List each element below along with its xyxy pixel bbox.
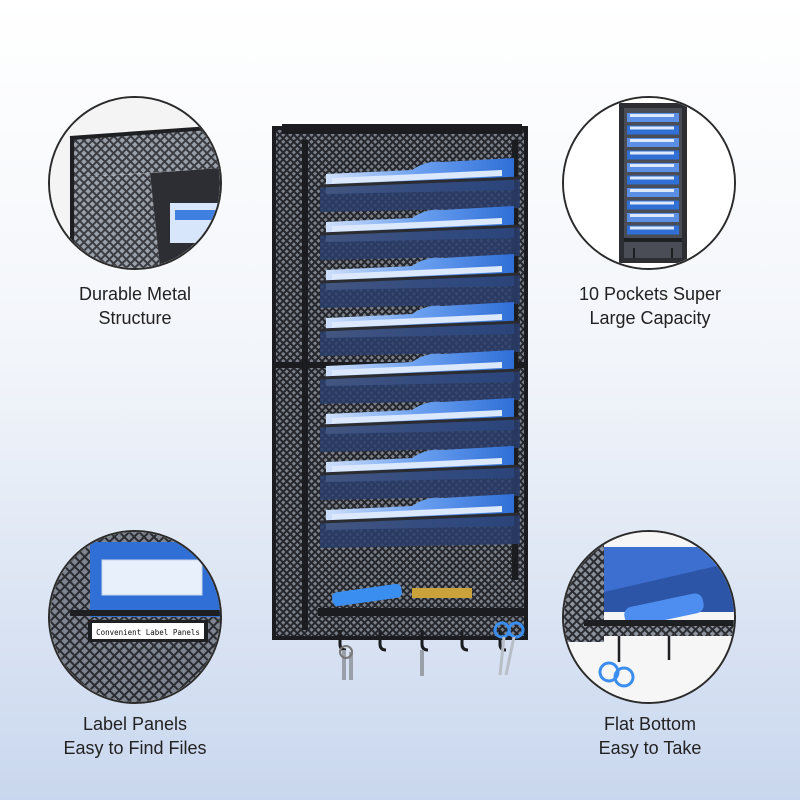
mini-file-label [630,226,674,230]
organizer-overview-image [564,98,734,268]
feature-caption-flat-bottom: Flat Bottom Easy to Take [540,712,760,760]
feature-caption-pockets: 10 Pockets Super Large Capacity [540,282,760,330]
mini-file-label [630,114,674,117]
mini-file-label [630,151,674,155]
feature-caption-line2: Large Capacity [589,308,711,328]
feature-caption-line1: Durable Metal [78,284,192,304]
mini-file-label [630,201,674,205]
file-pocket [319,350,521,404]
feature-caption-line1: Label Panels [82,714,188,734]
mini-file-label [630,126,674,130]
file-pocket [319,398,521,452]
mini-file-label [630,189,674,192]
feature-caption-line1: 10 Pockets Super [578,284,722,304]
feature-caption-label-panels: Label Panels Easy to Find Files [25,712,245,760]
mini-file-pocket [627,188,679,197]
label-panel-text: Convenient Label Panels [96,628,200,637]
feature-circle-pockets [562,96,736,270]
file-pocket [319,302,521,356]
mini-file-pocket [627,225,679,235]
mesh-corner-image [50,98,220,268]
feature-caption-durable-metal: Durable Metal Structure [25,282,245,330]
feature-caption-line2: Easy to Find Files [63,738,207,758]
feature-caption-line2: Structure [98,308,172,328]
file-pocket [319,158,521,212]
file-pocket [319,254,521,308]
file-pocket [319,206,521,260]
label-panel-image: Convenient Label Panels [50,532,220,702]
mini-file-label [630,139,674,142]
mini-file-label [630,164,674,167]
mini-file-pocket [627,213,679,222]
wall-file-organizer-image [272,124,528,680]
mini-file-pocket [627,125,679,135]
mini-file-pocket [627,200,679,210]
flat-bottom-image [564,532,734,702]
mini-file-pocket [627,163,679,172]
mini-file-label [630,214,674,217]
mini-file-pocket [627,150,679,160]
mini-file-pocket [627,175,679,185]
file-pocket [319,494,521,548]
feature-circle-durable-metal [48,96,222,270]
mini-file-pocket [627,113,679,122]
feature-circle-flat-bottom [562,530,736,704]
feature-caption-line2: Easy to Take [598,738,702,758]
mini-file-label [630,176,674,180]
feature-caption-line1: Flat Bottom [603,714,697,734]
mini-file-pocket [627,138,679,147]
feature-circle-label-panels: Convenient Label Panels [48,530,222,704]
file-pocket [319,446,521,500]
